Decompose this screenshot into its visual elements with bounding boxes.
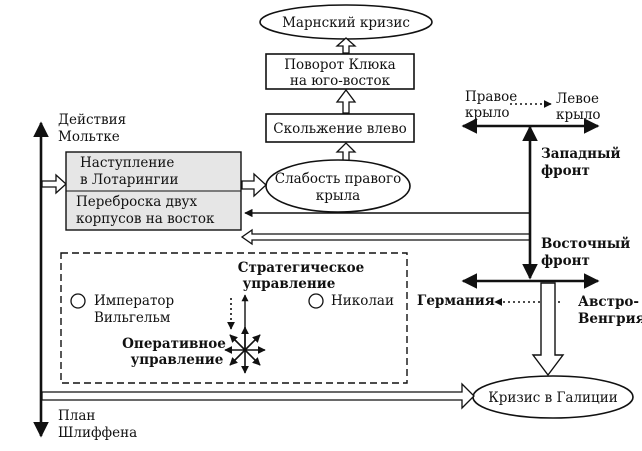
hollow-arrow-schlieffen-galicia bbox=[41, 382, 475, 410]
moltke-label-1: Действия bbox=[58, 112, 126, 128]
schlieffen-label-2: Шлиффена bbox=[58, 425, 137, 441]
nicholas-label: Николаи bbox=[331, 293, 394, 309]
operational-label-2: управление bbox=[131, 352, 224, 368]
weak-wing-node bbox=[265, 159, 411, 213]
slide-left-box bbox=[265, 113, 415, 143]
wilhelm-label-1: Император bbox=[94, 293, 174, 309]
germany-label: Германия bbox=[417, 293, 495, 309]
nicholas-marker bbox=[308, 293, 324, 309]
kluck-turn-label-2: на юго-восток bbox=[290, 73, 391, 89]
slide-left-label: Скольжение влево bbox=[273, 121, 406, 137]
eastern-front-label-2: фронт bbox=[541, 253, 590, 269]
control-dashed-box bbox=[60, 252, 408, 384]
kluck-turn-box bbox=[265, 53, 415, 90]
hollow-arrow-weak-slide bbox=[335, 142, 357, 162]
western-front-label-1: Западный bbox=[541, 146, 621, 162]
austria-label-1: Австро- bbox=[578, 294, 639, 310]
moltke-label-2: Мольтке bbox=[58, 129, 120, 145]
western-front-label-2: фронт bbox=[541, 163, 590, 179]
operational-burst-icon bbox=[224, 326, 266, 374]
galicia-crisis-label: Кризис в Галиции bbox=[488, 390, 617, 406]
marne-crisis-label: Марнский кризис bbox=[282, 15, 410, 31]
left-wing-label-1: Левое bbox=[556, 91, 599, 107]
right-wing-label-1: Правое bbox=[465, 89, 517, 105]
lorraine-label-2: в Лотарингии bbox=[80, 172, 179, 188]
hollow-arrow-kluck-marne bbox=[335, 37, 357, 54]
hollow-arrow-slide-kluck bbox=[335, 88, 357, 114]
right-wing-label-2: крыло bbox=[465, 105, 510, 121]
schlieffen-label-1: План bbox=[58, 408, 95, 424]
eastern-to-box-arrow bbox=[240, 228, 530, 246]
transfer-label-2: корпусов на восток bbox=[76, 211, 215, 227]
hollow-arrow-box-weak bbox=[241, 172, 267, 198]
hollow-arrow-to-galicia bbox=[531, 282, 565, 377]
eastern-front-label-1: Восточный bbox=[541, 236, 630, 252]
left-wing-label-2: крыло bbox=[556, 107, 601, 123]
wilhelm-marker bbox=[70, 293, 86, 309]
weak-wing-label-2: крыла bbox=[316, 188, 360, 204]
strategic-label-2: управление bbox=[243, 276, 336, 292]
strategic-label-1: Стратегическое bbox=[238, 260, 365, 276]
transfer-label-1: Переброска двух bbox=[76, 194, 197, 210]
operational-label-1: Оперативное bbox=[122, 336, 226, 352]
lorraine-label-1: Наступление bbox=[80, 155, 174, 171]
weak-wing-label-1: Слабость правого bbox=[275, 171, 402, 187]
wilhelm-label-2: Вильгельм bbox=[94, 310, 171, 326]
austria-label-2: Венгрия bbox=[578, 311, 642, 327]
kluck-turn-label-1: Поворот Клюка bbox=[284, 57, 395, 73]
hollow-arrow-axis-box bbox=[41, 173, 67, 195]
